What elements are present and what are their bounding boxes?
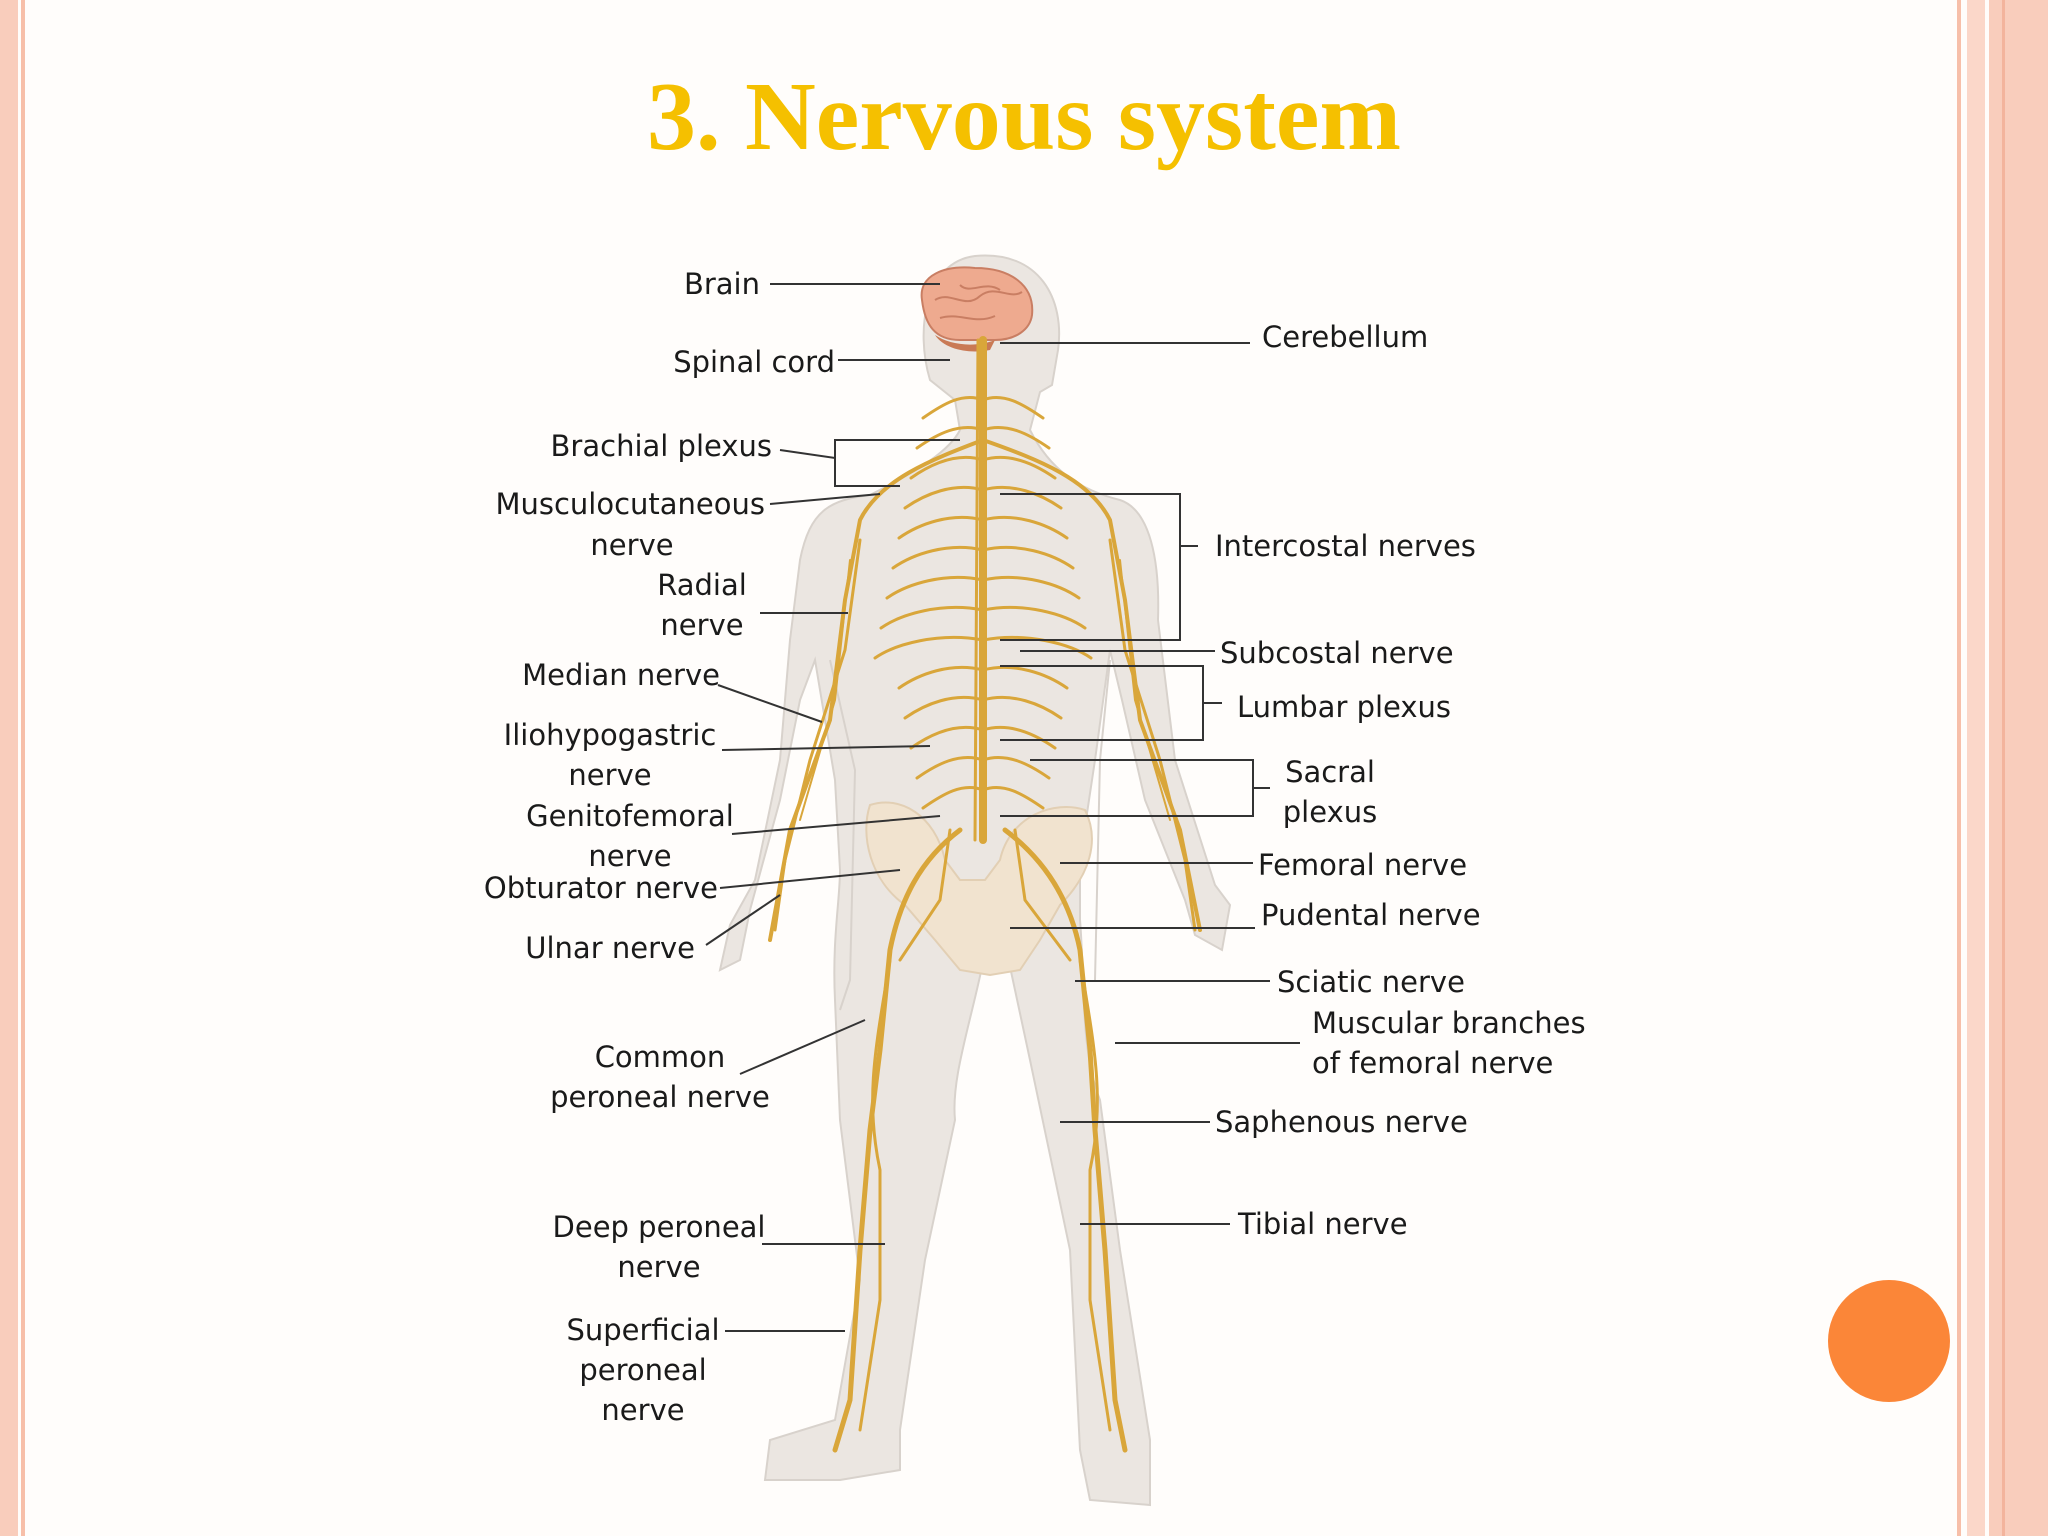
label-brachial-plexus: Brachial plexus	[551, 429, 772, 463]
label-musculocutaneous: Musculocutaneous	[495, 487, 765, 521]
intercostal-branch-right	[981, 395, 1045, 420]
intercostal-branches	[873, 395, 1093, 810]
label-muscular-branches-2: of femoral nerve	[1312, 1046, 1553, 1080]
label-common-peroneal: Common	[595, 1040, 726, 1074]
right-border-bar	[1989, 0, 2048, 1536]
intercostal-branch-right	[981, 576, 1081, 600]
label-genitofemoral-2: nerve	[588, 839, 671, 873]
intercostal-branch-right	[981, 606, 1087, 630]
intercostal-branch-left	[921, 395, 985, 420]
label-superficial-peroneal-3: nerve	[601, 1393, 684, 1427]
label-superficial-peroneal-2: peroneal	[579, 1353, 706, 1387]
intercostal-branch-right	[981, 455, 1057, 480]
intercostal-branch-left	[915, 755, 985, 780]
intercostal-branch-left	[915, 425, 985, 450]
label-cerebellum: Cerebellum	[1262, 320, 1428, 354]
label-iliohypogastric-2: nerve	[568, 758, 651, 792]
intercostal-branch-left	[921, 785, 985, 810]
label-muscular-branches: Muscular branches	[1312, 1006, 1586, 1040]
label-spinal-cord: Spinal cord	[673, 345, 835, 379]
pelvis-bone	[865, 801, 1093, 977]
slide-title: 3. Nervous system	[647, 63, 1401, 171]
left-border-line	[21, 0, 25, 1536]
intercostal-branch-left	[873, 636, 985, 660]
label-genitofemoral: Genitofemoral	[526, 799, 734, 833]
left-border-bar	[0, 0, 18, 1536]
intercostal-branch-right	[981, 725, 1057, 750]
intercostal-branch-right	[981, 515, 1069, 540]
intercostal-branch-right	[981, 485, 1063, 510]
leader-lines	[705, 283, 1300, 1332]
intercostal-branch-right	[981, 545, 1075, 570]
intercostal-branch-right	[981, 755, 1051, 780]
label-subcostal: Subcostal nerve	[1220, 636, 1454, 670]
label-radial-2: nerve	[660, 608, 743, 642]
intercostal-branch-left	[897, 665, 985, 690]
label-tibial: Tibial nerve	[1237, 1207, 1408, 1241]
intercostal-branch-right	[981, 785, 1045, 810]
slide-decoration-circle	[1828, 1280, 1950, 1402]
label-sacral: Sacral	[1285, 755, 1375, 789]
intercostal-branch-left	[891, 545, 985, 570]
label-pudental: Pudental nerve	[1261, 898, 1481, 932]
intercostal-branch-left	[909, 455, 985, 480]
intercostal-branch-left	[885, 576, 985, 600]
label-saphenous: Saphenous nerve	[1215, 1105, 1468, 1139]
label-obturator: Obturator nerve	[484, 871, 718, 905]
label-lumbar-plexus: Lumbar plexus	[1237, 690, 1451, 724]
right-border-stripe	[1967, 0, 1985, 1536]
label-radial: Radial	[657, 568, 747, 602]
label-deep-peroneal: Deep peroneal	[553, 1210, 766, 1244]
label-sciatic: Sciatic nerve	[1277, 965, 1465, 999]
intercostal-branch-right	[981, 425, 1051, 450]
label-ulnar: Ulnar nerve	[525, 931, 695, 965]
intercostal-branch-right	[981, 695, 1063, 720]
label-common-peroneal-2: peroneal nerve	[550, 1080, 770, 1114]
intercostal-branch-left	[897, 515, 985, 540]
label-deep-peroneal-2: nerve	[617, 1250, 700, 1284]
label-brain: Brain	[684, 267, 760, 301]
label-musculocutaneous-2: nerve	[590, 528, 673, 562]
label-iliohypogastric: Iliohypogastric	[504, 718, 717, 752]
intercostal-branch-left	[903, 695, 985, 720]
intercostal-branch-left	[903, 485, 985, 510]
intercostal-branch-left	[879, 606, 985, 630]
label-sacral-2: plexus	[1283, 795, 1377, 829]
nerves	[768, 336, 1202, 1453]
label-intercostal: Intercostal nerves	[1215, 529, 1476, 563]
intercostal-branch-left	[909, 725, 985, 750]
label-median: Median nerve	[522, 658, 720, 692]
label-femoral: Femoral nerve	[1258, 848, 1467, 882]
right-border-line-2	[2002, 0, 2005, 1536]
right-border-line	[1957, 0, 1961, 1536]
label-superficial-peroneal: Superficial	[566, 1313, 719, 1347]
intercostal-branch-right	[981, 665, 1069, 690]
